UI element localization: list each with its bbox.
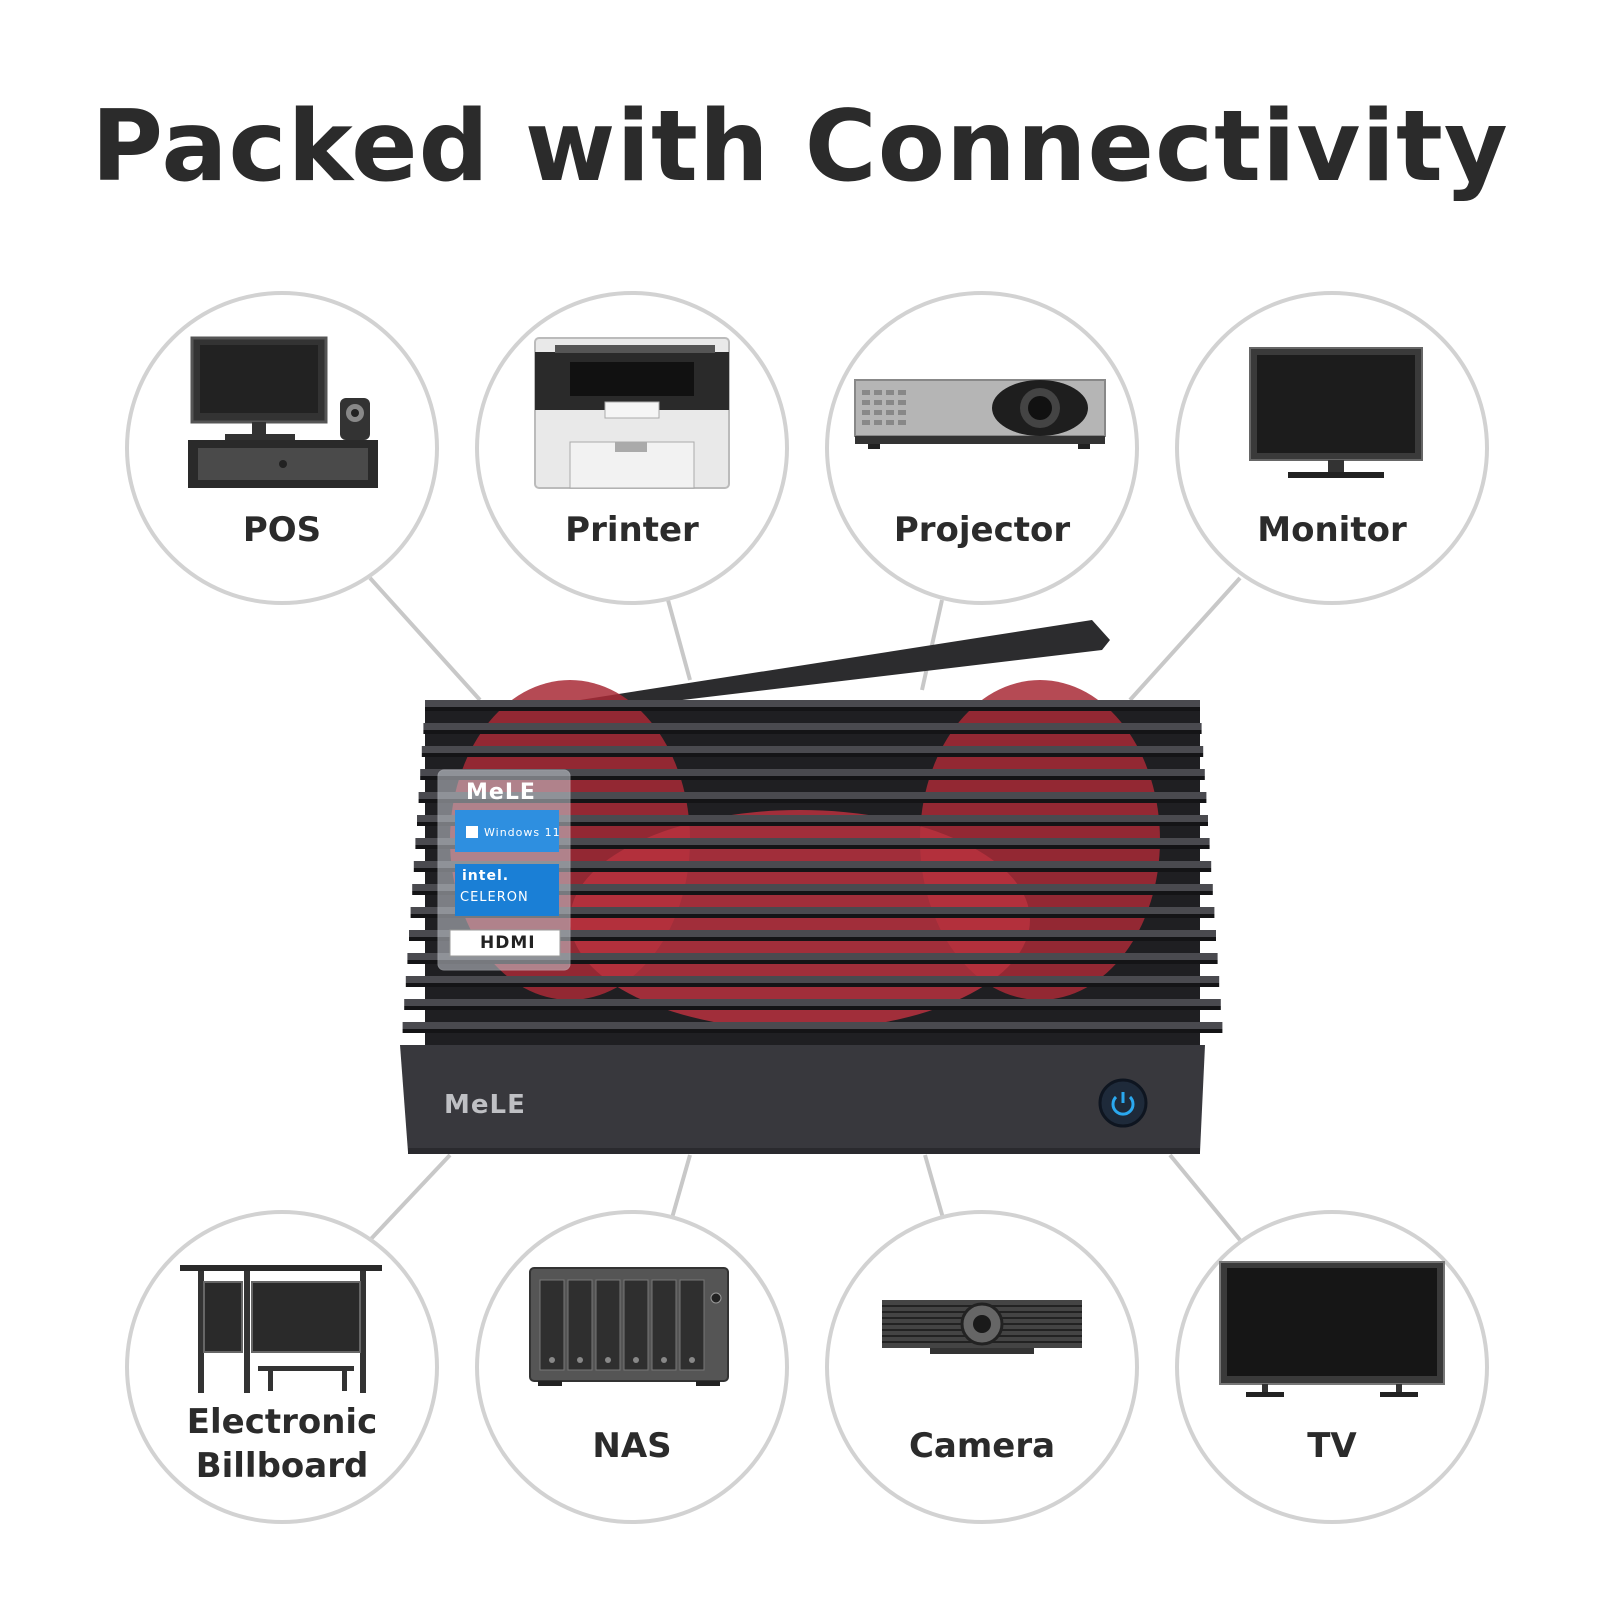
power-icon-arc xyxy=(1111,1095,1135,1116)
heatsink-fin xyxy=(423,723,1202,730)
heatsink-fin xyxy=(405,976,1220,983)
heatsink-fin xyxy=(410,907,1215,914)
heatsink-fin xyxy=(418,792,1207,799)
heatsink-fin xyxy=(415,838,1210,845)
heatsink-fin-shadow xyxy=(415,845,1210,849)
heatsink-fin xyxy=(420,769,1205,776)
front-panel xyxy=(400,1045,1205,1152)
connector-billboard xyxy=(368,1153,452,1242)
circle-projector xyxy=(825,291,1139,605)
connector-tv xyxy=(1168,1153,1242,1242)
circle-camera xyxy=(825,1210,1139,1524)
heatsink-fin-shadow xyxy=(413,868,1212,872)
connector-printer xyxy=(666,599,692,681)
heatsink-fin-shadow xyxy=(405,983,1220,987)
connector-lines xyxy=(368,576,1242,1242)
sticker-celeron: CELERON xyxy=(460,890,529,905)
label-tv: TV xyxy=(1307,1426,1357,1466)
sticker-intel: intel. xyxy=(462,868,510,884)
connector-pos xyxy=(368,576,482,702)
printer-icon xyxy=(534,337,730,489)
heatsink-fin xyxy=(421,746,1204,753)
heatsink-fin xyxy=(402,1022,1223,1029)
heatsink-fin-shadow xyxy=(409,937,1216,941)
sticker-brand: MeLE xyxy=(466,780,536,805)
heatsink-fin-shadow xyxy=(420,776,1205,780)
monitor-icon xyxy=(1249,347,1423,478)
nas-icon xyxy=(529,1267,729,1386)
heatsink-fin-shadow xyxy=(423,730,1202,734)
heatsink-fin-shadow xyxy=(404,1006,1221,1010)
connector-nas xyxy=(668,1154,692,1226)
sticker-windows: Windows 11 xyxy=(484,826,561,839)
heatsink-fin xyxy=(412,884,1213,891)
heatsink-fin-shadow xyxy=(402,1029,1223,1033)
label-nas: NAS xyxy=(592,1426,672,1466)
label-pos: POS xyxy=(242,510,322,550)
heatsink-fin xyxy=(409,930,1216,937)
camera-icon xyxy=(882,1300,1082,1354)
hdmi-sticker xyxy=(449,929,561,957)
connector-camera xyxy=(923,1154,947,1226)
heatsink-fin xyxy=(404,999,1221,1006)
antenna xyxy=(580,620,1110,710)
billboard-icon xyxy=(180,1265,382,1393)
label-monitor: Monitor xyxy=(1257,510,1407,550)
heatsink-fin-shadow xyxy=(418,799,1207,803)
heatsink-fin xyxy=(417,815,1208,822)
heatsink-fin xyxy=(413,861,1212,868)
heatsink-fin xyxy=(425,700,1200,707)
label-printer: Printer xyxy=(565,510,699,550)
heatsink-fin-shadow xyxy=(407,960,1218,964)
heatsink-fin-shadow xyxy=(410,914,1215,918)
heatsink-fin-shadow xyxy=(425,707,1200,711)
brand-logo-front: MeLE xyxy=(444,1090,526,1120)
projector-icon xyxy=(854,379,1106,449)
tv-icon xyxy=(1219,1261,1445,1397)
heatsink-fin xyxy=(407,953,1218,960)
label-billboard-line1: Electronic xyxy=(186,1402,378,1442)
pos-terminal-icon xyxy=(188,336,378,488)
heatsink-fin-shadow xyxy=(417,822,1208,826)
label-billboard-line2: Billboard xyxy=(195,1446,369,1486)
sticker-hdmi: HDMI xyxy=(480,933,536,953)
heatsink-fins xyxy=(402,700,1223,1033)
connector-monitor xyxy=(1128,576,1242,702)
heatsink-fin-shadow xyxy=(421,753,1204,757)
label-camera: Camera xyxy=(908,1426,1056,1466)
heatsink-fin-shadow xyxy=(412,891,1213,895)
label-projector: Projector xyxy=(893,510,1071,550)
page-title: Packed with Connectivity xyxy=(91,90,1509,204)
intel-sticker xyxy=(455,864,559,916)
mini-pc-product xyxy=(400,620,1223,1154)
